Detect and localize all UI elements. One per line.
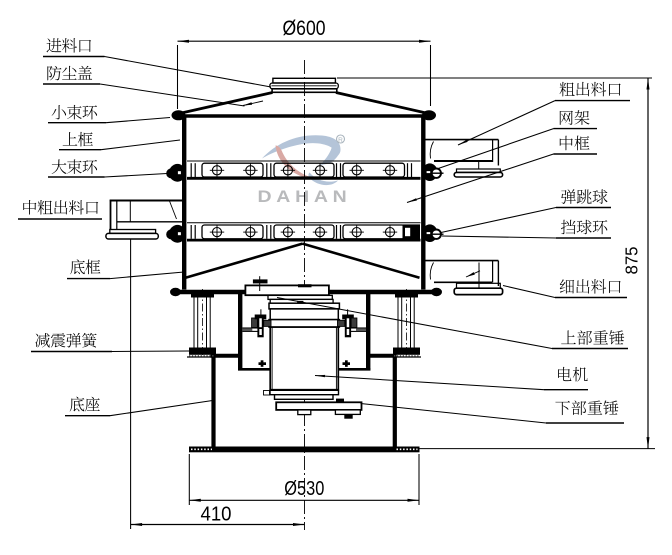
svg-text:Ø600: Ø600 (283, 17, 326, 40)
svg-text:Ø530: Ø530 (284, 478, 324, 500)
svg-text:DAHAN: DAHAN (258, 188, 352, 206)
svg-text:410: 410 (201, 504, 232, 526)
svg-text:R: R (338, 137, 343, 144)
svg-text:875: 875 (621, 247, 641, 275)
